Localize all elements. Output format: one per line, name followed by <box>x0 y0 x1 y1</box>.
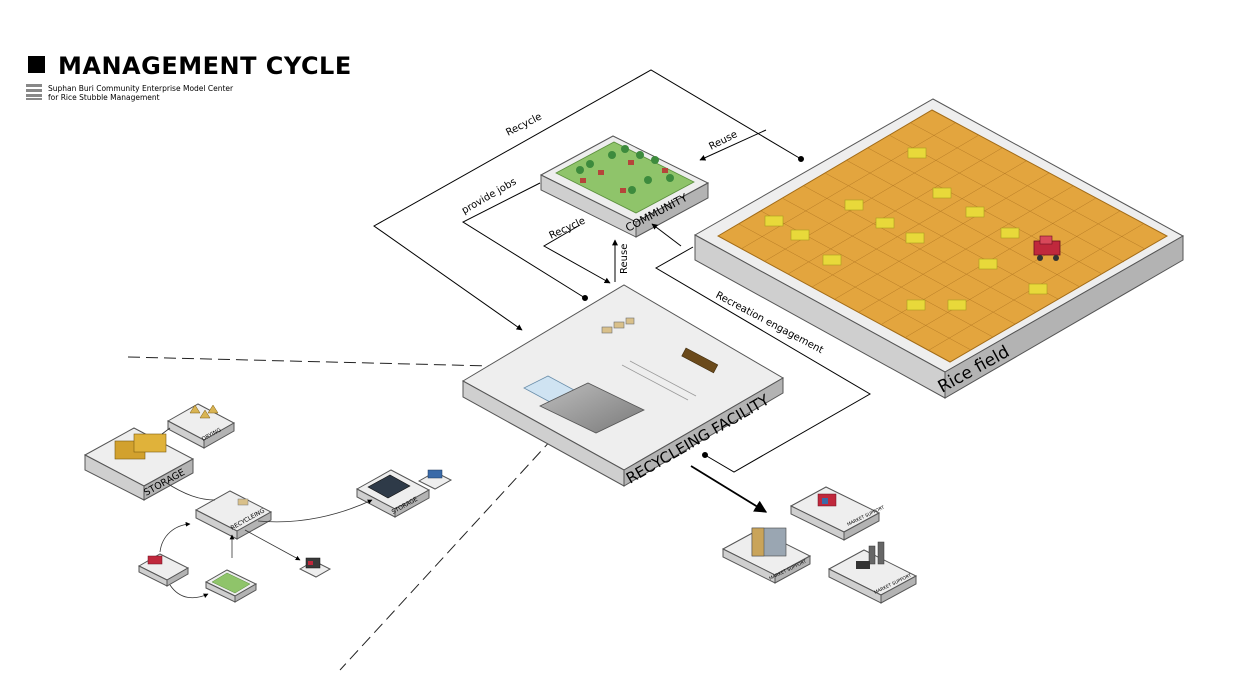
recycle-mid-line <box>542 224 611 284</box>
field-source-platform <box>204 569 258 603</box>
reuse-mid-label: Reuse <box>619 244 630 274</box>
subtitle-line-2: for Rice Stubble Management <box>48 93 160 102</box>
recycling-small-platform: RECYCLEING <box>194 490 273 540</box>
reuse-top-line <box>699 129 767 161</box>
process-subdiagram: STORAGE DRYING RECYCLEING STORAG <box>83 403 453 603</box>
grass-area <box>555 141 695 214</box>
processing-yard <box>539 382 645 434</box>
recycle-mid-label: Recycle <box>548 215 588 241</box>
market-support-1: MARKET SUPPORT <box>789 486 886 541</box>
drying-storage-link <box>161 427 171 435</box>
title-square-icon <box>28 56 45 73</box>
storage-small-platform: STORAGE <box>355 469 431 518</box>
harvester-icon <box>1033 235 1061 261</box>
flow-arrows <box>373 69 871 513</box>
rice-paddy <box>716 109 1169 363</box>
page-title: MANAGEMENT CYCLE <box>58 52 352 80</box>
recreation-line <box>655 246 871 473</box>
truck-icon <box>417 469 453 490</box>
market-output-arrow <box>690 465 768 513</box>
community-platform: COMMUNITY <box>539 135 710 238</box>
recycle-top-label: Recycle <box>504 111 543 138</box>
provide-jobs-line <box>461 182 586 299</box>
rice-source-platform <box>137 553 190 587</box>
rice-field-platform: Rice field <box>693 98 1185 399</box>
recycling-facility-platform: RECYCLEING FACILITY <box>461 284 784 487</box>
machines <box>601 317 635 334</box>
market-support-2: MARKET SUPPORT <box>721 527 812 584</box>
machine-platform <box>298 557 332 578</box>
market-support-group: MARKET SUPPORT MARKET SUPPORT MARKET SUP… <box>721 486 918 604</box>
drying-rows <box>621 360 697 401</box>
trees <box>576 145 674 194</box>
logo-icon <box>26 84 42 100</box>
hay-bales <box>764 147 1048 311</box>
recycle-loop-line <box>373 69 802 331</box>
provide-jobs-label: provide jobs <box>460 176 518 216</box>
market-support-3: MARKET SUPPORT <box>827 541 918 604</box>
subtitle-line-1: Suphan Buri Community Enterprise Model C… <box>48 84 234 93</box>
compost-bed <box>681 347 719 374</box>
drying-platform: DRYING <box>166 403 236 449</box>
houses <box>580 160 668 193</box>
